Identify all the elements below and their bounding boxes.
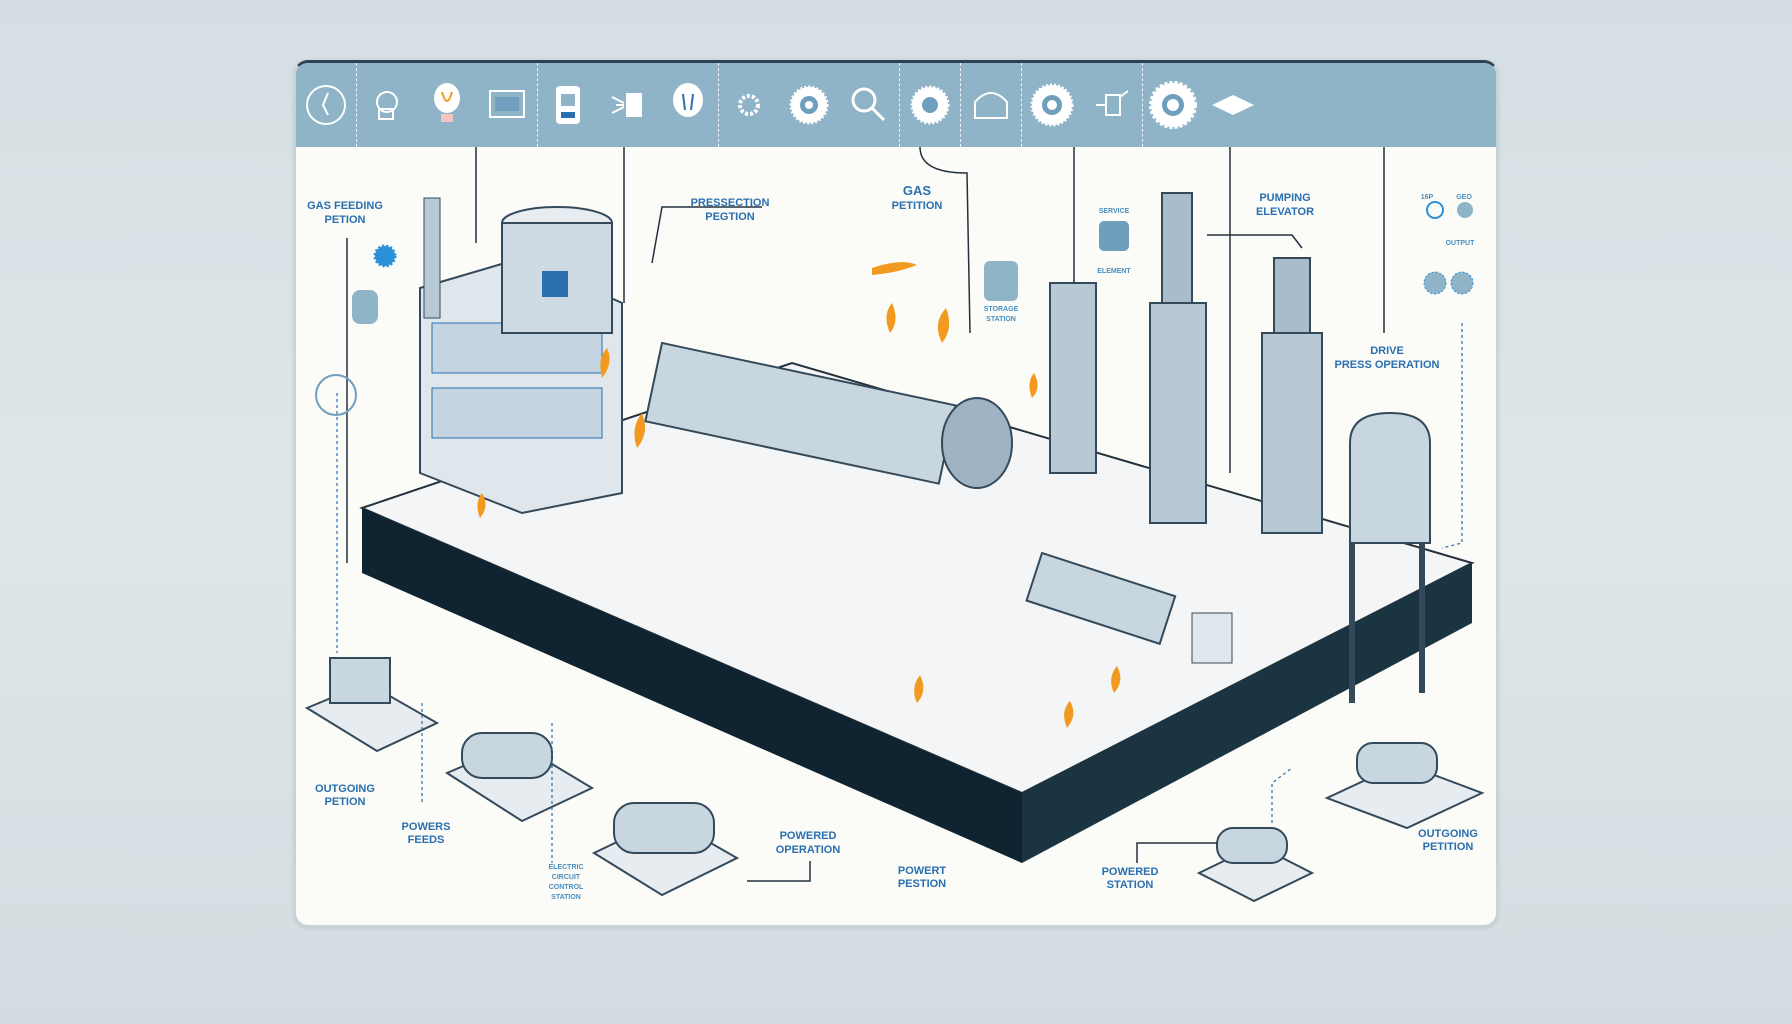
- valve-icon[interactable]: [1082, 75, 1142, 135]
- bulb-outline-icon[interactable]: [658, 75, 718, 135]
- icon-toolbar: [296, 63, 1496, 147]
- svg-text:ELEMENT: ELEMENT: [1097, 268, 1131, 275]
- clock-icon: [315, 374, 357, 416]
- large-gear-icon[interactable]: [1143, 75, 1203, 135]
- divider: [960, 63, 961, 147]
- svg-text:PUMPING: PUMPING: [1259, 192, 1310, 204]
- svg-text:STATION: STATION: [1107, 879, 1154, 891]
- label-gas-feeding: GAS FEEDING PETION: [307, 200, 383, 226]
- label-drive-press: DRIVE PRESS OPERATION: [1335, 345, 1440, 371]
- svg-text:PRESSECTION: PRESSECTION: [691, 197, 770, 209]
- svg-text:POWERED: POWERED: [780, 830, 837, 842]
- label-gas-petition: GAS PETITION: [892, 183, 943, 212]
- svg-text:PETITION: PETITION: [1423, 841, 1474, 853]
- light-bulb-icon[interactable]: [417, 75, 477, 135]
- clock-icon[interactable]: [296, 75, 356, 135]
- towers: [1049, 192, 1431, 703]
- dashed-lines: [336, 323, 1463, 863]
- svg-text:ELECTRIC: ELECTRIC: [549, 864, 584, 871]
- gear-icon: [373, 244, 397, 268]
- svg-text:POWERS: POWERS: [402, 821, 451, 833]
- gauge-icon: [352, 290, 378, 324]
- svg-text:POWERED: POWERED: [1102, 866, 1159, 878]
- svg-text:PESTION: PESTION: [898, 878, 946, 890]
- svg-text:OUTGOING: OUTGOING: [315, 783, 375, 795]
- divider: [1142, 63, 1143, 147]
- divider: [718, 63, 719, 147]
- svg-text:OUTPUT: OUTPUT: [1446, 240, 1476, 247]
- label-powered-operation: POWERED OPERATION: [776, 830, 841, 856]
- plant-illustration: GAS FEEDING PETION PRESSECTION PEGTION GAS…: [304, 147, 1485, 903]
- gear-icon[interactable]: [900, 75, 960, 135]
- leader-lines: [346, 147, 1385, 882]
- svg-text:GEO: GEO: [1456, 194, 1472, 201]
- head-gear-icon[interactable]: [357, 75, 417, 135]
- svg-text:STATION: STATION: [551, 894, 581, 901]
- info-icon: [1099, 221, 1129, 251]
- svg-text:STORAGE: STORAGE: [984, 306, 1019, 313]
- label-service-element: SERVICE ELEMENT: [1097, 208, 1131, 275]
- magnifier-icon[interactable]: [839, 75, 899, 135]
- divider: [537, 63, 538, 147]
- divider: [899, 63, 900, 147]
- gear-icon[interactable]: [779, 75, 839, 135]
- svg-text:FEEDS: FEEDS: [408, 834, 445, 846]
- dome-icon[interactable]: [961, 75, 1021, 135]
- gear-icons: [1423, 201, 1474, 295]
- svg-text:16P: 16P: [1421, 194, 1434, 201]
- svg-text:PEGTION: PEGTION: [705, 211, 755, 223]
- svg-text:GAS: GAS: [903, 183, 932, 198]
- label-motor-small: ELECTRIC CIRCUIT CONTROL STATION: [549, 864, 585, 901]
- label-storage-station: STORAGE STATION: [984, 306, 1019, 323]
- label-right-small: 16P GEO OUTPUT: [1421, 194, 1475, 247]
- svg-text:PETION: PETION: [325, 214, 366, 226]
- svg-text:CIRCUIT: CIRCUIT: [552, 874, 581, 881]
- divider: [356, 63, 357, 147]
- fuel-tank-icon[interactable]: [538, 75, 598, 135]
- svg-text:SERVICE: SERVICE: [1099, 208, 1130, 215]
- svg-text:CONTROL: CONTROL: [549, 884, 584, 891]
- svg-text:DRIVE: DRIVE: [1370, 345, 1404, 357]
- svg-text:ELEVATOR: ELEVATOR: [1256, 206, 1314, 218]
- svg-text:GAS FEEDING: GAS FEEDING: [307, 200, 383, 212]
- svg-text:OPERATION: OPERATION: [776, 844, 841, 856]
- pump-units: [304, 657, 1485, 903]
- diamond-arrow-icon[interactable]: [1203, 75, 1263, 135]
- svg-text:PRESS OPERATION: PRESS OPERATION: [1335, 359, 1440, 371]
- svg-text:POWERT: POWERT: [898, 865, 947, 877]
- svg-text:OUTGOING: OUTGOING: [1418, 828, 1478, 840]
- rotary-kiln: [644, 341, 1233, 664]
- spark-panel-icon[interactable]: [598, 75, 658, 135]
- svg-text:PETION: PETION: [325, 796, 366, 808]
- divider: [1021, 63, 1022, 147]
- svg-text:STATION: STATION: [986, 316, 1016, 323]
- gear-cluster-icon[interactable]: [719, 75, 779, 135]
- monitor-icon[interactable]: [477, 75, 537, 135]
- label-pressection: PRESSECTION PEGTION: [691, 197, 770, 223]
- link-icon: [984, 261, 1018, 301]
- flames: [477, 262, 1121, 728]
- label-pumping-elevator: PUMPING ELEVATOR: [1256, 192, 1314, 218]
- svg-text:PETITION: PETITION: [892, 200, 943, 212]
- control-building: [419, 197, 623, 515]
- gear-icon[interactable]: [1022, 75, 1082, 135]
- diagram-card: GAS FEEDING PETION PRESSECTION PEGTION GAS…: [294, 60, 1498, 927]
